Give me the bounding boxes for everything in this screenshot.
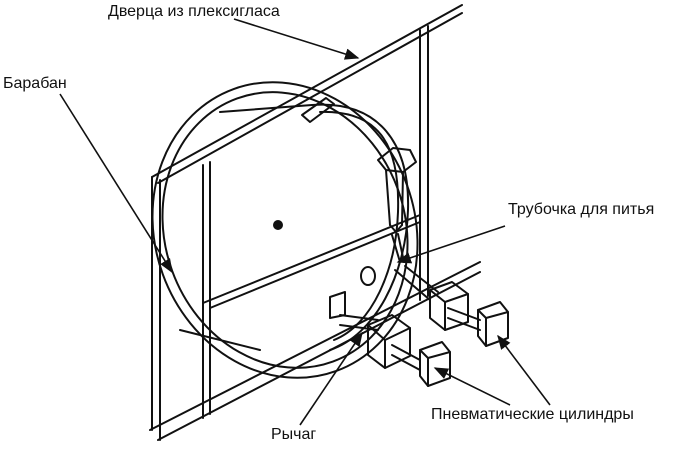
lever-leader: [299, 331, 363, 426]
drum: [151, 81, 419, 379]
lever-label: Рычаг: [271, 426, 317, 443]
tube-leader: [396, 225, 506, 264]
drum-label: Барабан: [3, 75, 67, 92]
drinking-tube: [377, 147, 417, 263]
pneumatic-cylinder-1: [367, 314, 451, 387]
pneumatic-cylinders-label: Пневматические цилиндры: [431, 406, 634, 423]
plexiglas-door: [149, 4, 481, 441]
door-leader: [233, 18, 360, 60]
cylinders-leader-2: [497, 334, 551, 406]
door-label: Дверца из плексигласа: [108, 3, 280, 20]
drum-leader: [59, 93, 173, 274]
cylinders-leader-1: [433, 367, 511, 406]
drinking-tube-label: Трубочка для питья: [508, 201, 655, 218]
